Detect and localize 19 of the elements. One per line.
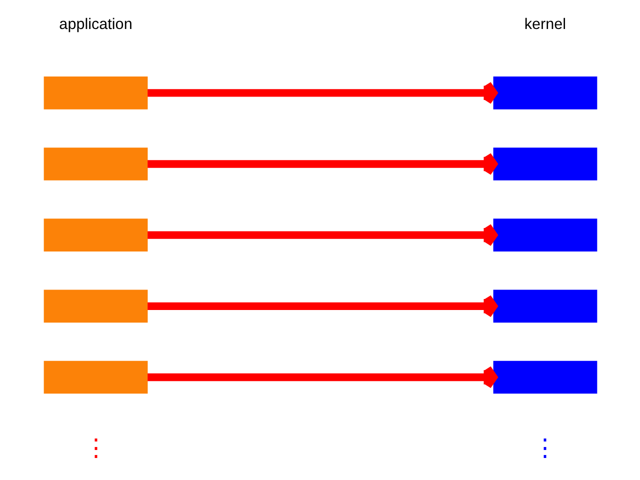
node-box [43,148,148,180]
node-box [43,290,148,323]
node-box [43,360,148,394]
arrow [147,222,497,248]
node-box [492,76,597,110]
label: ⋮ [532,435,557,462]
node-box [43,218,148,252]
node-box [492,290,597,323]
arrow [147,80,497,106]
label: kernel [524,16,566,34]
node-box [492,360,597,394]
label: application [58,16,132,34]
arrow [147,152,497,176]
node-box [492,148,597,180]
arrow [147,364,497,390]
label: ⋮ [83,435,108,462]
arrow [147,294,497,319]
node-box [43,76,148,110]
node-box [492,218,597,252]
